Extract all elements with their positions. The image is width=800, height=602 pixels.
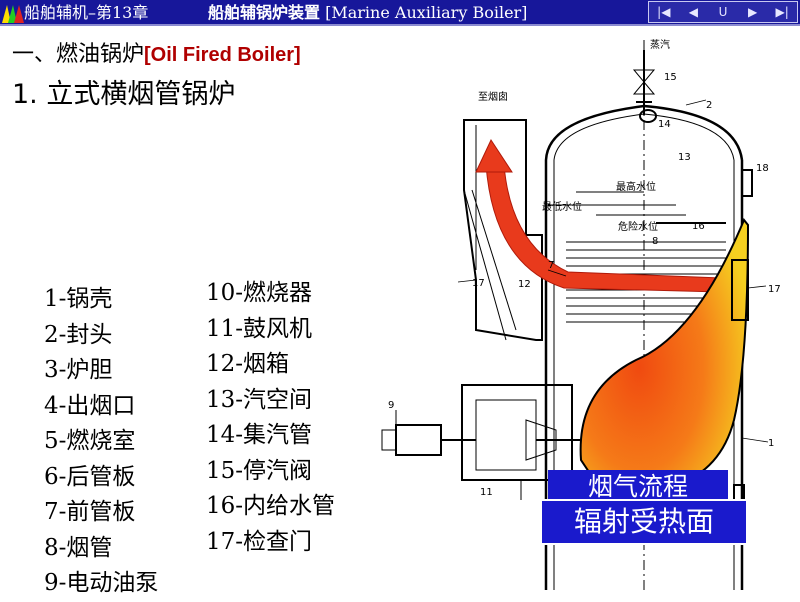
legend-item: 7-前管板 [44,499,136,525]
legend-item: 12-烟箱 [206,351,290,377]
chapter-title: 船舶辅锅炉装置 [Marine Auxiliary Boiler] [208,3,528,22]
part-number: 8 [652,236,658,247]
legend-right: 10-燃烧器 11-鼓风机 12-烟箱 13-汽空间 14-集汽管 15-停汽阀… [206,276,335,560]
legend-left: 1-锅壳 2-封头 3-炉胆 4-出烟口 5-燃烧室 6-后管板 7-前管板 8… [44,282,158,602]
to-chimney-label: 至烟囱 [478,90,508,103]
header-bar: 船舶辅机–第13章 船舶辅锅炉装置 [Marine Auxiliary Boil… [0,0,800,26]
legend-item: 15-停汽阀 [206,457,313,484]
max-water-label: 最高水位 [616,180,656,193]
legend-item: 6-后管板 [44,463,136,490]
prev-slide-button[interactable]: ◀ [688,5,698,19]
part-number: 15 [664,72,677,83]
subsection-heading: 1. 立式横烟管锅炉 [12,79,236,110]
legend-item: 14-集汽管 [206,422,313,448]
part-number: 9 [388,400,394,411]
legend-item: 13-汽空间 [206,386,313,413]
next-slide-button[interactable]: ▶ [747,5,758,19]
part-number: 12 [518,279,531,290]
part-number: 7 [548,260,554,271]
part-number: 11 [480,487,493,498]
part-number: 18 [756,163,769,174]
logo-icon [2,5,24,23]
radiant-surface-label: 辐射受热面 [540,499,748,545]
legend-item: 8-烟管 [44,534,113,561]
legend-item: 1-锅壳 [44,286,113,312]
legend-item: 17-检查门 [206,528,313,555]
flue-gas-label: 烟气流程 [548,470,728,504]
part-number: 13 [678,152,691,163]
course-title: 船舶辅机–第13章 [24,3,149,22]
legend-item: 4-出烟口 [44,392,136,419]
legend-item: 16-内给水管 [206,493,336,519]
danger-water-label: 危险水位 [618,220,658,233]
slide-nav: |◀ ◀ U ▶ ▶| [648,1,798,23]
part-number: 17 [472,278,485,289]
part-number: 16 [692,221,705,232]
part-number: 1 [768,438,774,449]
section-heading: 一、燃油锅炉[Oil Fired Boiler] [12,42,301,67]
return-button[interactable]: U [718,5,728,19]
legend-item: 2-封头 [44,321,113,348]
part-number: 17 [768,284,781,295]
legend-item: 9-电动油泵 [44,570,159,596]
legend-item: 5-燃烧室 [44,428,136,454]
legend-item: 11-鼓风机 [206,315,313,342]
first-slide-button[interactable]: |◀ [657,5,671,19]
min-water-label: 最低水位 [542,200,582,213]
part-number: 14 [658,119,671,130]
steam-label: 蒸汽 [650,38,670,51]
legend-item: 3-炉胆 [44,357,113,383]
legend-item: 10-燃烧器 [206,280,313,306]
part-number: 2 [706,100,712,111]
last-slide-button[interactable]: ▶| [775,5,789,19]
